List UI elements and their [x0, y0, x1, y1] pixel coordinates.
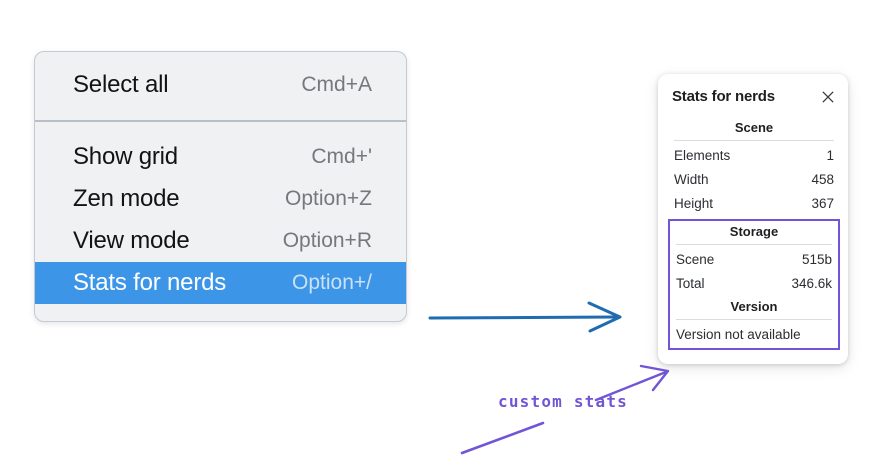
stat-value: 458: [811, 172, 834, 188]
stat-key: Total: [676, 275, 705, 291]
section-divider: [674, 140, 834, 141]
menu-item-label: Select all: [73, 71, 169, 98]
menu-item-shortcut: Cmd+A: [301, 73, 372, 96]
stats-for-nerds-panel: Stats for nerds Scene Elements 1 Width 4…: [658, 74, 848, 365]
menu-item-zen-mode[interactable]: Zen mode Option+Z: [35, 178, 406, 220]
menu-item-show-grid[interactable]: Show grid Cmd+': [35, 136, 406, 178]
stat-key: Height: [674, 196, 714, 212]
stats-panel-header: Stats for nerds: [672, 88, 836, 105]
stat-row-width: Width 458: [672, 168, 836, 192]
stat-key: Elements: [674, 148, 731, 163]
stat-row-storage-total: Total 346.6k: [674, 272, 834, 296]
menu-item-shortcut: Option+Z: [285, 187, 372, 210]
menu-divider: [35, 120, 406, 122]
menu-item-select-all[interactable]: Select all Cmd+A: [35, 64, 406, 106]
blue-arrow-annotation: [428, 301, 622, 333]
storage-section-heading: Storage: [729, 223, 779, 239]
stat-row-elements: Elements 1: [672, 144, 836, 168]
menu-item-shortcut: Option+R: [282, 229, 372, 252]
menu-item-shortcut: Option+/: [292, 271, 372, 294]
version-text: Version not available: [676, 327, 801, 343]
menu-section-top: Select all Cmd+A: [35, 52, 406, 120]
purple-underline-annotation: [460, 421, 545, 455]
stat-row-height: Height 367: [672, 192, 836, 216]
menu-item-label: View mode: [73, 227, 190, 254]
menu-item-label: Stats for nerds: [73, 269, 227, 296]
menu-item-view-mode[interactable]: View mode Option+R: [35, 220, 406, 262]
stats-panel-title: Stats for nerds: [672, 88, 775, 105]
close-icon[interactable]: [820, 89, 836, 105]
menu-section-bottom: Show grid Cmd+' Zen mode Option+Z View m…: [35, 122, 406, 321]
annotation-label-custom-stats: custom stats: [498, 392, 628, 411]
custom-stats-highlight-box: Storage Scene 515b Total 346.6k Version …: [668, 218, 840, 351]
menu-item-label: Zen mode: [73, 185, 180, 212]
section-divider: [676, 319, 832, 321]
stat-value: 515b: [801, 251, 832, 267]
menu-item-stats-for-nerds[interactable]: Stats for nerds Option+/: [35, 262, 406, 304]
context-menu: Select all Cmd+A Show grid Cmd+' Zen mod…: [34, 51, 407, 322]
stat-key: Scene: [676, 251, 715, 267]
menu-item-shortcut: Cmd+': [311, 145, 372, 168]
scene-section-heading: Scene: [734, 120, 774, 135]
section-divider: [676, 243, 832, 245]
stat-key: Width: [674, 172, 709, 188]
menu-item-label: Show grid: [73, 143, 178, 170]
stat-value: 367: [811, 196, 834, 212]
stat-value: 346.6k: [791, 275, 832, 291]
version-section-heading: Version: [730, 299, 778, 315]
stat-row-storage-scene: Scene 515b: [674, 248, 834, 272]
stat-value: 1: [826, 148, 834, 163]
